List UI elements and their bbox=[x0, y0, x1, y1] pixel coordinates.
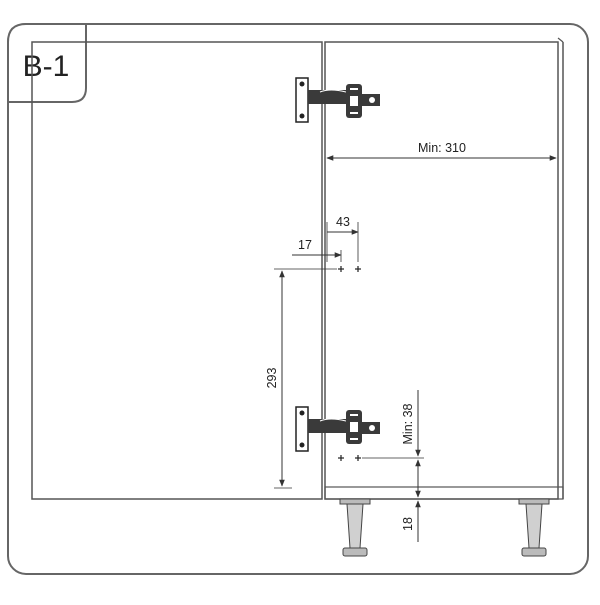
height-293-label: 293 bbox=[265, 368, 279, 389]
cabinet-side-panel bbox=[31, 41, 323, 500]
outer-frame bbox=[7, 23, 589, 575]
badge-box bbox=[7, 23, 87, 103]
hinge-icon bbox=[295, 406, 380, 452]
adjustable-leg-icon bbox=[339, 498, 371, 557]
drill-marks-top bbox=[338, 266, 361, 272]
offset-17-label: 17 bbox=[298, 238, 312, 252]
adjustable-leg-icon bbox=[518, 498, 550, 557]
door-right-edge bbox=[557, 37, 564, 43]
min-38-label: Min: 38 bbox=[401, 403, 415, 444]
offset-43-label: 43 bbox=[336, 215, 350, 229]
foot-18-label: 18 bbox=[401, 517, 415, 531]
cabinet-base bbox=[324, 486, 564, 500]
width-dimension-label: Min: 310 bbox=[418, 141, 466, 155]
drill-marks-bottom bbox=[338, 455, 361, 461]
badge-label: B-1 bbox=[23, 50, 70, 83]
hinge-icon bbox=[295, 77, 380, 123]
